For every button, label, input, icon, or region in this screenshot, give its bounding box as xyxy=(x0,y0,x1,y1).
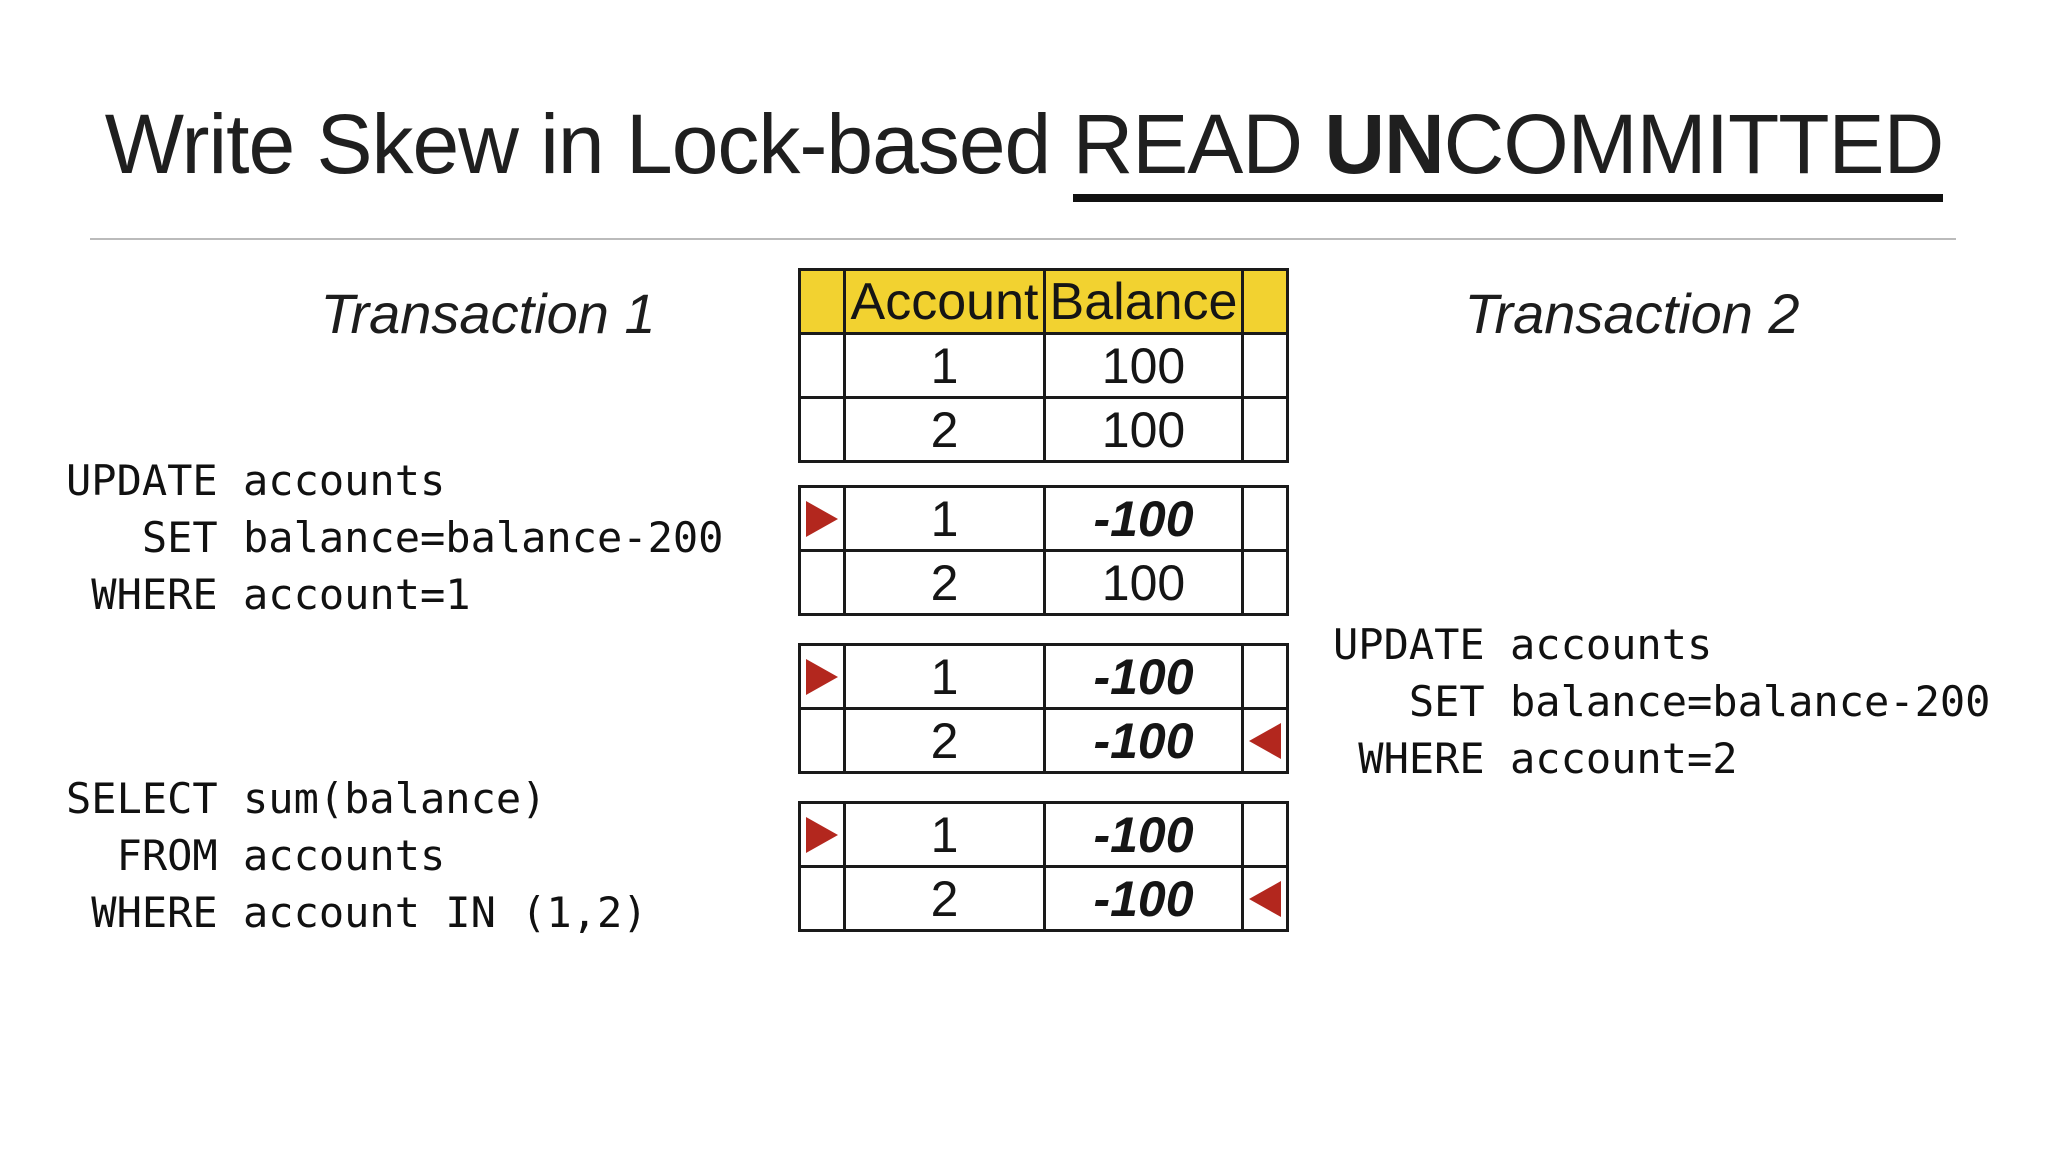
ledger-state-after-t1-update: 1 -100 2 100 xyxy=(798,485,1289,616)
balance-cell-modified: -100 xyxy=(1043,485,1244,552)
marker-cell xyxy=(1241,801,1289,868)
transaction-2-update-sql: UPDATE accounts SET balance=balance-200 … xyxy=(1333,620,1991,783)
ledger-state-during-t1-select: 1 -100 2 -100 xyxy=(798,801,1289,932)
marker-cell xyxy=(798,801,846,868)
table-row: 2 100 xyxy=(798,396,1289,463)
account-cell: 2 xyxy=(843,396,1046,463)
header-account: Account xyxy=(843,268,1046,335)
marker-cell xyxy=(1241,643,1289,710)
marker-cell xyxy=(798,396,846,463)
balance-cell-modified: -100 xyxy=(1043,707,1244,774)
marker-cell xyxy=(798,643,846,710)
account-cell: 2 xyxy=(843,707,1046,774)
account-cell: 1 xyxy=(843,643,1046,710)
marker-cell xyxy=(1241,549,1289,616)
t1-pointer-red-right-triangle-icon xyxy=(806,816,838,853)
title-prefix: Write Skew in Lock-based xyxy=(104,97,1073,191)
account-cell: 1 xyxy=(843,485,1046,552)
account-cell: 2 xyxy=(843,865,1046,932)
table-row: 2 -100 xyxy=(798,865,1289,932)
transaction-2-heading: Transaction 2 xyxy=(1464,282,1800,345)
t1-pointer-red-right-triangle-icon xyxy=(806,658,838,695)
title-committed: COMMITTED xyxy=(1443,97,1945,191)
t1-pointer-red-right-triangle-icon xyxy=(806,500,838,537)
table-row: 1 -100 xyxy=(798,643,1289,710)
table-row: 1 -100 xyxy=(798,485,1289,552)
account-cell: 1 xyxy=(843,332,1046,399)
account-cell: 1 xyxy=(843,801,1046,868)
title-un-emphasis: UN xyxy=(1324,97,1444,191)
marker-cell xyxy=(798,707,846,774)
marker-cell xyxy=(1241,865,1289,932)
header-balance: Balance xyxy=(1043,268,1244,335)
title-underlined-phrase: READ UNCOMMITTED xyxy=(1072,97,1945,202)
account-cell: 2 xyxy=(843,549,1046,616)
balance-cell: 100 xyxy=(1043,549,1244,616)
table-row: 2 -100 xyxy=(798,707,1289,774)
balance-cell: 100 xyxy=(1043,332,1244,399)
ledger-state-initial: Account Balance 1 100 2 100 xyxy=(798,268,1289,463)
table-header-row: Account Balance xyxy=(798,268,1289,335)
transaction-1-select-sql: SELECT sum(balance) FROM accounts WHERE … xyxy=(66,774,648,937)
title-divider-line xyxy=(90,238,1956,240)
table-row: 1 100 xyxy=(798,332,1289,399)
marker-cell xyxy=(798,865,846,932)
marker-cell xyxy=(1241,485,1289,552)
transaction-1-heading: Transaction 1 xyxy=(320,282,656,345)
marker-cell xyxy=(798,332,846,399)
marker-cell xyxy=(798,549,846,616)
header-marker-cell-left xyxy=(798,268,846,335)
balance-cell-modified: -100 xyxy=(1043,801,1244,868)
slide-title: Write Skew in Lock-based READ UNCOMMITTE… xyxy=(0,96,2048,202)
header-marker-cell-right xyxy=(1241,268,1289,335)
marker-cell xyxy=(1241,332,1289,399)
table-row: 1 -100 xyxy=(798,801,1289,868)
title-read: READ xyxy=(1072,97,1325,191)
balance-cell-modified: -100 xyxy=(1043,643,1244,710)
table-row: 2 100 xyxy=(798,549,1289,616)
t2-pointer-red-left-triangle-icon xyxy=(1249,880,1281,917)
marker-cell xyxy=(1241,396,1289,463)
t2-pointer-red-left-triangle-icon xyxy=(1249,722,1281,759)
transaction-1-update-sql: UPDATE accounts SET balance=balance-200 … xyxy=(66,456,724,619)
marker-cell xyxy=(798,485,846,552)
balance-cell: 100 xyxy=(1043,396,1244,463)
ledger-state-after-t2-update: 1 -100 2 -100 xyxy=(798,643,1289,774)
marker-cell xyxy=(1241,707,1289,774)
balance-cell-modified: -100 xyxy=(1043,865,1244,932)
